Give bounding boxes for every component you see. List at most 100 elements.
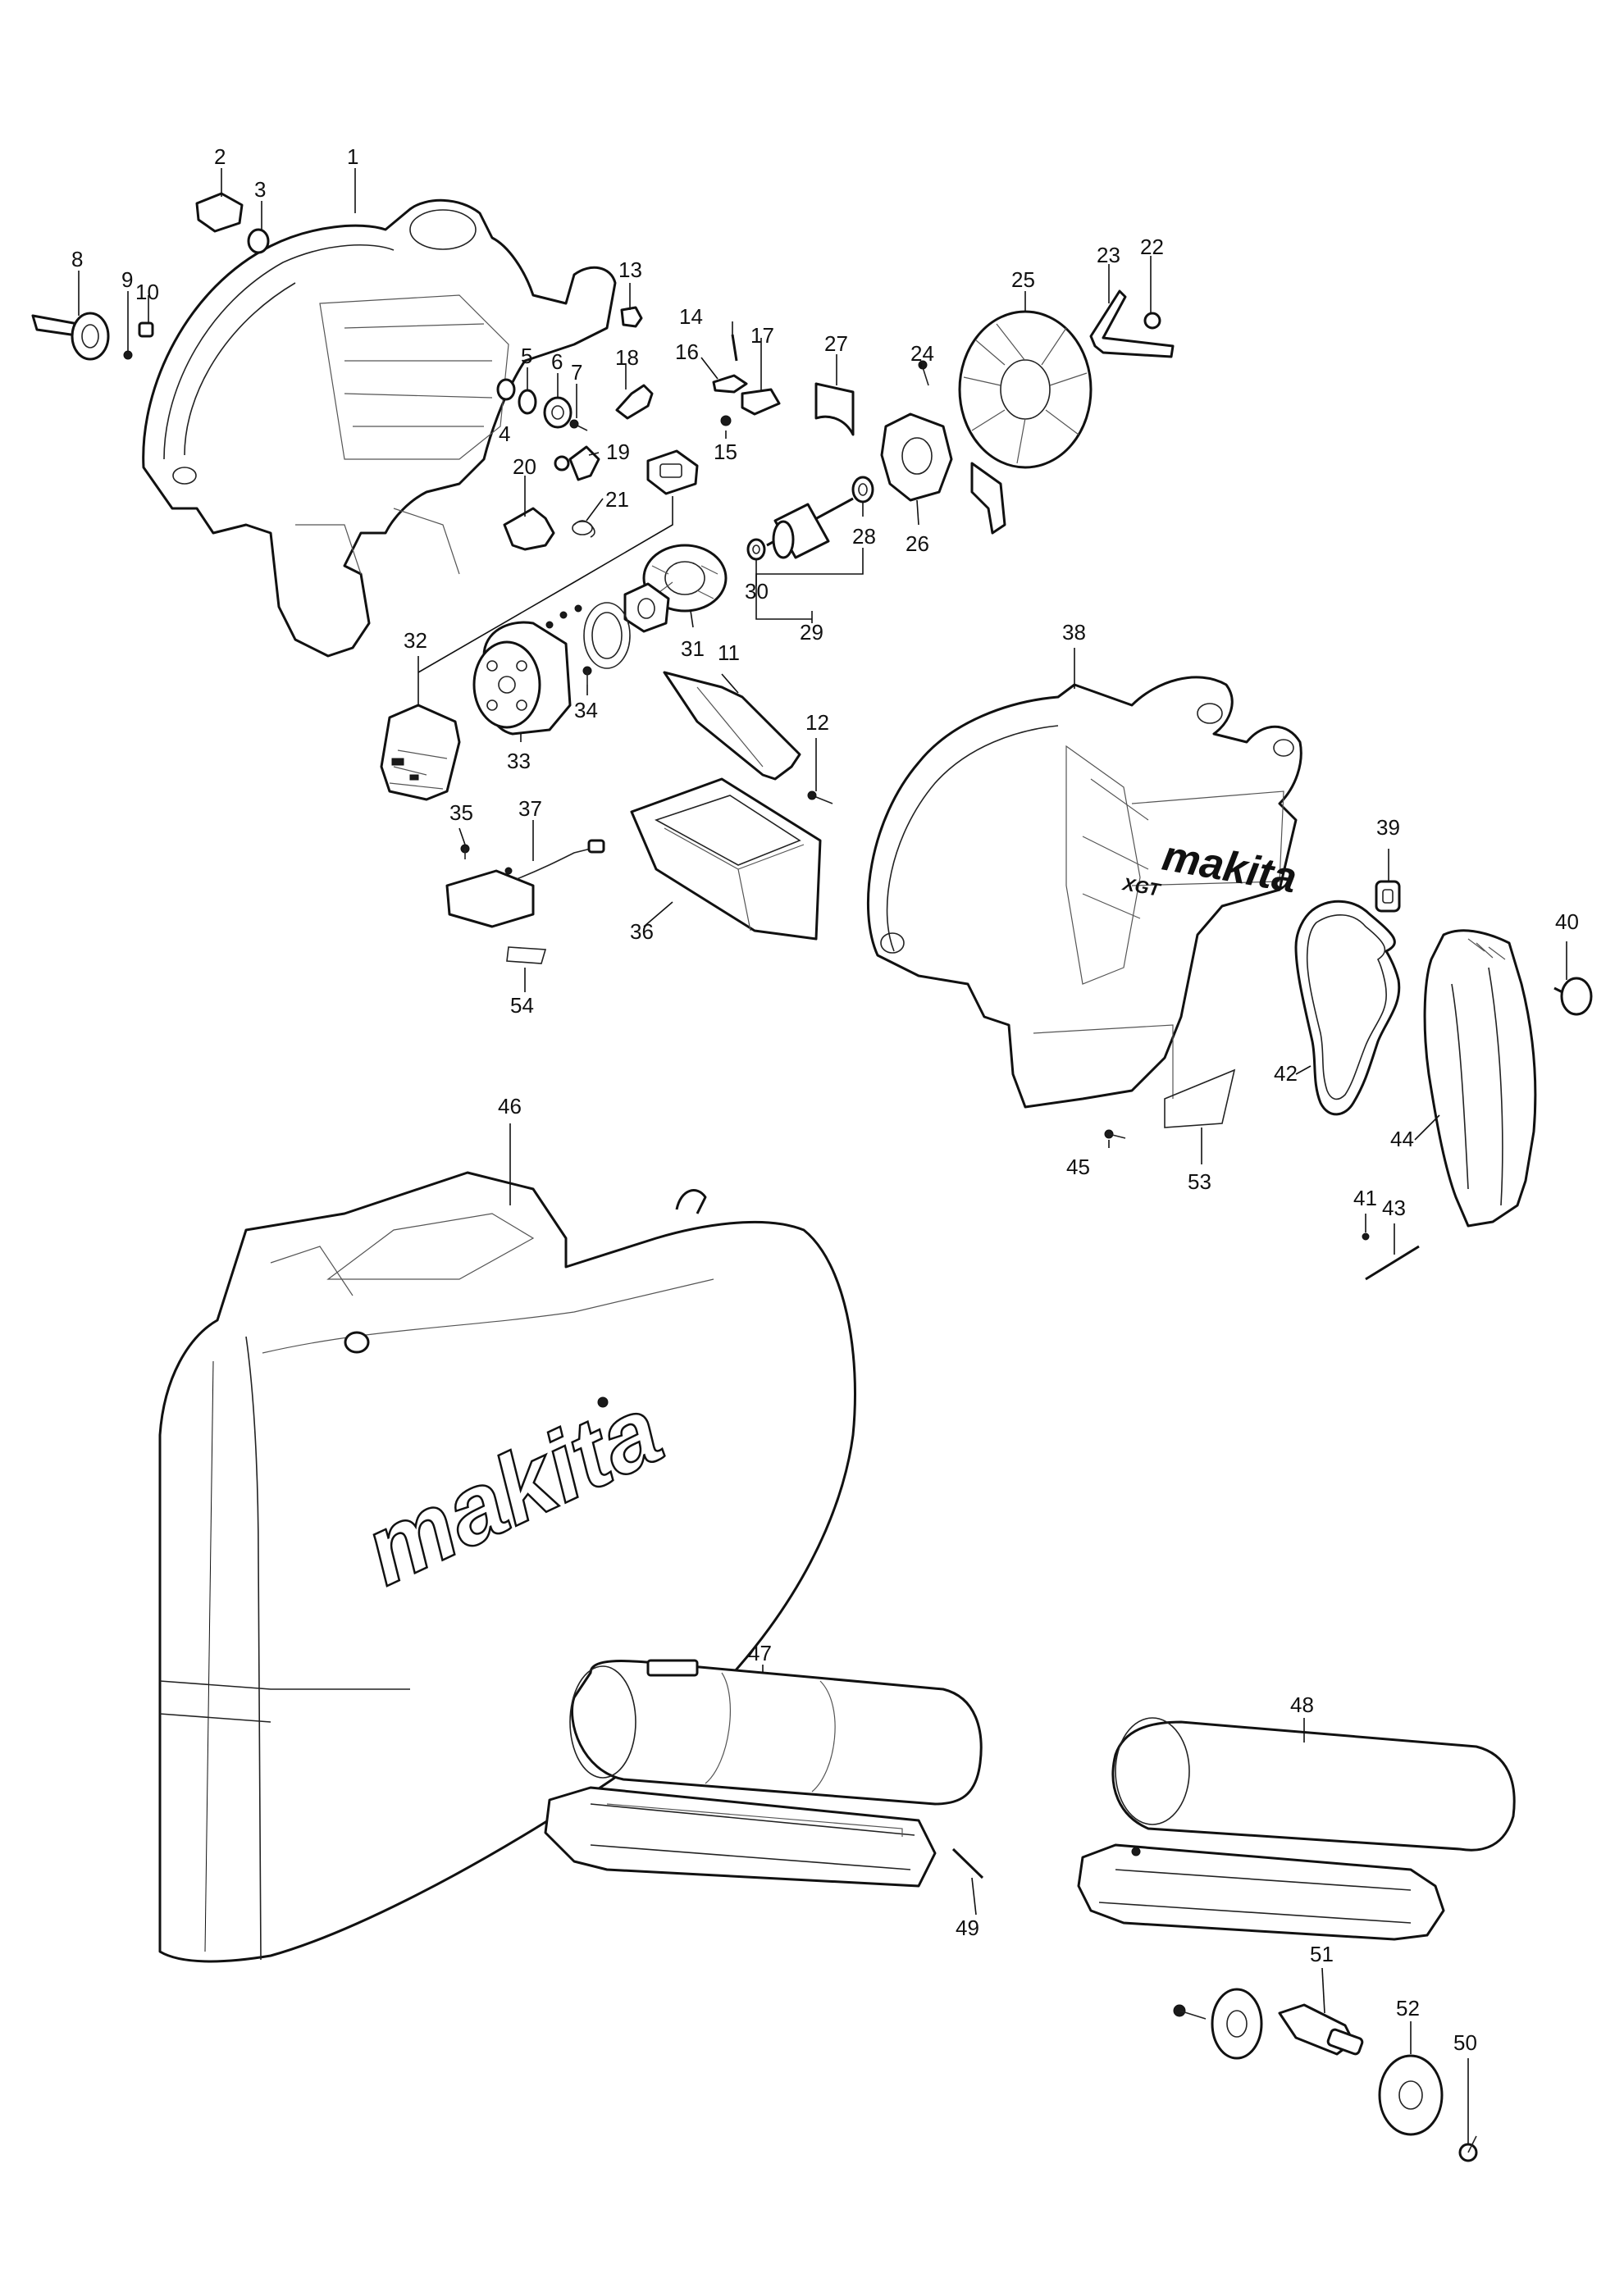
callout-45[interactable]: 45 — [1066, 1155, 1090, 1179]
part-4-washer[interactable] — [496, 378, 516, 401]
part-43-rod[interactable] — [1365, 1245, 1420, 1281]
part-23-deflector[interactable] — [1089, 289, 1175, 358]
part-1-housing-left[interactable] — [142, 198, 617, 658]
part-27-cradle[interactable] — [814, 382, 855, 436]
callout-34[interactable]: 34 — [574, 698, 598, 722]
part-34-screw[interactable] — [582, 666, 592, 685]
callout-36[interactable]: 36 — [630, 919, 654, 944]
part-11-duct[interactable] — [663, 671, 801, 781]
callout-5[interactable]: 5 — [521, 344, 532, 368]
part-5-o-ring[interactable] — [518, 389, 537, 415]
part-29-rotor[interactable] — [766, 497, 854, 559]
part-14-pin[interactable] — [731, 334, 738, 362]
callout-44[interactable]: 44 — [1390, 1127, 1414, 1151]
part-34b-screws[interactable] — [545, 604, 582, 629]
part-30-bearing[interactable] — [746, 538, 766, 561]
callout-16[interactable]: 16 — [675, 339, 699, 364]
callout-1[interactable]: 1 — [347, 144, 358, 169]
part-42-gasket[interactable] — [1294, 900, 1401, 1116]
callout-3[interactable]: 3 — [254, 177, 266, 202]
part-48-tube-assembly[interactable] — [1077, 1717, 1516, 1941]
part-54-pad[interactable] — [506, 946, 547, 964]
callout-18[interactable]: 18 — [615, 345, 639, 370]
callout-25[interactable]: 25 — [1011, 267, 1035, 292]
callout-22[interactable]: 22 — [1140, 235, 1164, 259]
callout-33[interactable]: 33 — [507, 749, 531, 773]
callout-31[interactable]: 31 — [681, 636, 705, 661]
part-3-o-ring[interactable] — [247, 228, 270, 254]
callout-2[interactable]: 2 — [214, 144, 226, 169]
part-32-switch-block[interactable] — [646, 449, 699, 495]
part-52-wheel[interactable] — [1378, 2054, 1444, 2136]
callout-12[interactable]: 12 — [805, 710, 829, 735]
part-15-nut[interactable] — [720, 415, 732, 426]
part-44-cover[interactable] — [1423, 929, 1537, 1228]
part-25-fan[interactable] — [958, 310, 1093, 469]
callout-51[interactable]: 51 — [1310, 1942, 1334, 1966]
part-36-intake-tray[interactable] — [630, 777, 822, 941]
part-46-dust-bag[interactable]: makita — [158, 1171, 856, 1963]
callout-17[interactable]: 17 — [750, 323, 774, 348]
callout-49[interactable]: 49 — [956, 1916, 979, 1940]
part-40-knob[interactable] — [1553, 977, 1593, 1016]
part-47-tube-assembly[interactable] — [544, 1659, 983, 1888]
part-35-screw[interactable] — [460, 844, 470, 859]
callout-14[interactable]: 14 — [679, 304, 703, 329]
part-10-spacer[interactable] — [138, 321, 154, 338]
part-37-switch-board[interactable] — [445, 839, 605, 928]
part-38-housing-right[interactable] — [866, 676, 1302, 1109]
callout-19[interactable]: 19 — [606, 440, 630, 464]
part-6-spring[interactable] — [543, 396, 573, 429]
part-8-knob[interactable] — [31, 312, 110, 361]
callout-43[interactable]: 43 — [1382, 1196, 1406, 1220]
part-19-switch[interactable] — [554, 445, 600, 481]
callout-42[interactable]: 42 — [1274, 1061, 1298, 1086]
part-2-button[interactable] — [195, 192, 244, 233]
part-12-screw[interactable] — [807, 790, 833, 804]
callout-32[interactable]: 32 — [404, 628, 427, 653]
callout-41[interactable]: 41 — [1353, 1186, 1377, 1210]
part-25b-baffle[interactable] — [970, 462, 1006, 535]
callout-26[interactable]: 26 — [906, 531, 929, 556]
part-41-pin[interactable] — [1362, 1232, 1370, 1241]
part-20-trigger[interactable] — [503, 507, 555, 551]
part-53-filter-pad[interactable] — [1164, 1068, 1236, 1128]
callout-29[interactable]: 29 — [800, 620, 823, 645]
part-13-cap[interactable] — [620, 306, 643, 328]
callout-52[interactable]: 52 — [1396, 1996, 1420, 2020]
callout-20[interactable]: 20 — [513, 454, 536, 479]
callout-8[interactable]: 8 — [71, 247, 83, 271]
part-33-motor-housing[interactable] — [472, 621, 572, 736]
part-32c-sensor-ring[interactable] — [583, 602, 631, 669]
callout-48[interactable]: 48 — [1290, 1692, 1314, 1717]
part-17-bracket[interactable] — [741, 388, 781, 416]
part-9-nut[interactable] — [123, 350, 133, 360]
callout-4[interactable]: 4 — [499, 421, 510, 446]
callout-6[interactable]: 6 — [551, 349, 563, 374]
part-32b-insulator[interactable] — [623, 582, 670, 633]
part-39-bushing[interactable] — [1375, 880, 1401, 913]
callout-28[interactable]: 28 — [852, 524, 876, 549]
part-18-lever[interactable] — [615, 384, 654, 420]
part-32d-controller[interactable] — [380, 704, 461, 801]
callout-10[interactable]: 10 — [135, 280, 159, 304]
part-45-screw[interactable] — [1104, 1129, 1126, 1139]
callout-35[interactable]: 35 — [449, 800, 473, 825]
callout-37[interactable]: 37 — [518, 796, 542, 821]
callout-40[interactable]: 40 — [1555, 909, 1579, 934]
callout-50[interactable]: 50 — [1453, 2030, 1477, 2055]
callout-13[interactable]: 13 — [618, 257, 642, 282]
callout-11[interactable]: 11 — [718, 640, 740, 665]
part-49-screw[interactable] — [951, 1847, 984, 1879]
callout-27[interactable]: 27 — [824, 331, 848, 356]
part-28-bearing[interactable] — [851, 476, 874, 503]
part-51-wheel-axle[interactable] — [1173, 1988, 1364, 2060]
part-22-nut[interactable] — [1143, 312, 1161, 330]
callout-21[interactable]: 21 — [605, 487, 629, 512]
callout-15[interactable]: 15 — [714, 440, 737, 464]
part-16-clip[interactable] — [712, 374, 748, 394]
part-7-screw[interactable] — [569, 419, 588, 431]
callout-46[interactable]: 46 — [498, 1094, 522, 1118]
callout-38[interactable]: 38 — [1062, 620, 1086, 645]
callout-9[interactable]: 9 — [121, 267, 133, 292]
